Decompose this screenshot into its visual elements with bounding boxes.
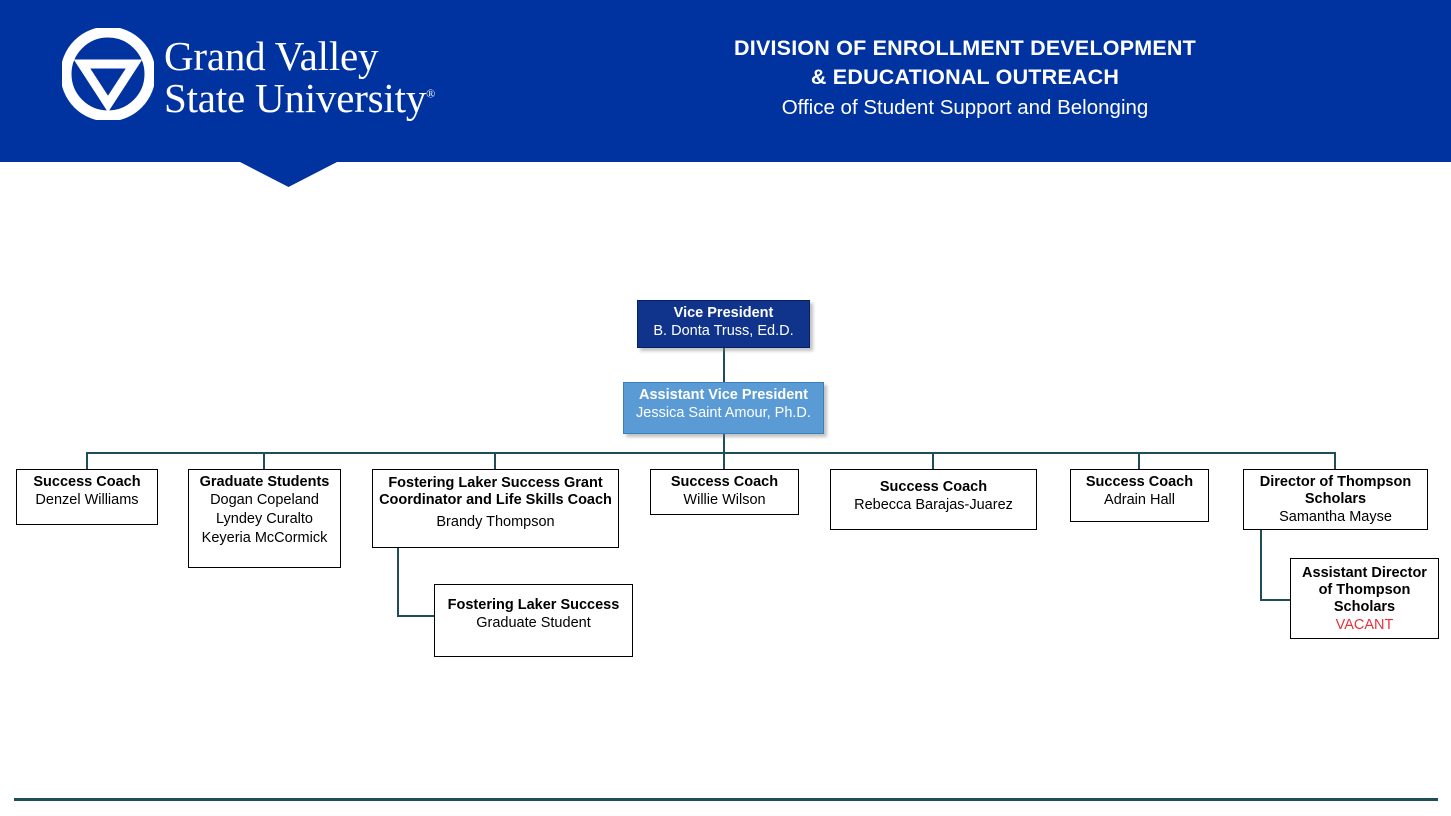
header-title-line-1: DIVISION OF ENROLLMENT DEVELOPMENT	[734, 36, 1196, 60]
registered-mark-icon: ®	[426, 86, 436, 101]
logo-line-state-university: State University®	[164, 74, 436, 121]
node-person: Brandy Thompson	[436, 514, 555, 530]
node-person-vacant: VACANT	[1335, 617, 1394, 633]
node-person: Adrain Hall	[1104, 492, 1175, 508]
connector-fls-elbow-vertical	[397, 548, 399, 616]
node-title: Success Coach	[33, 474, 141, 490]
connector-drop-1	[86, 452, 88, 470]
footer-rule	[14, 798, 1438, 801]
gvsu-logo-wordmark: Grand Valley State University®	[164, 33, 574, 121]
node-success-coach-adrain-hall[interactable]: Success Coach Adrain Hall	[1070, 469, 1209, 522]
header-title-line-2: & EDUCATIONAL OUTREACH	[810, 65, 1120, 89]
connector-avp-stem	[723, 434, 725, 453]
node-assistant-director-of-thompson-scholars[interactable]: Assistant Director of Thompson Scholars …	[1290, 558, 1439, 639]
node-title: Success Coach	[879, 479, 988, 495]
node-title: Graduate Students	[199, 474, 330, 490]
logo-line-grand-valley: Grand Valley	[164, 33, 379, 79]
node-title: Success Coach	[670, 474, 779, 490]
gvsu-triangle-mark-icon	[60, 26, 156, 122]
node-director-of-thompson-scholars[interactable]: Director of Thompson Scholars Samantha M…	[1243, 469, 1428, 530]
node-vice-president[interactable]: Vice President B. Donta Truss, Ed.D.	[637, 300, 810, 348]
node-person: B. Donta Truss, Ed.D.	[653, 323, 794, 339]
connector-drop-7	[1334, 452, 1336, 470]
header-subtitle: Office of Student Support and Belonging	[781, 96, 1149, 119]
node-fostering-laker-success-grant-coordinator[interactable]: Fostering Laker Success Grant Coordinato…	[372, 469, 619, 548]
node-success-coach-rebecca-barajas-juarez[interactable]: Success Coach Rebecca Barajas-Juarez	[830, 469, 1037, 530]
node-title: Success Coach	[1085, 474, 1194, 490]
node-success-coach-willie-wilson[interactable]: Success Coach Willie Wilson	[650, 469, 799, 515]
connector-drop-3	[494, 452, 496, 470]
connector-drop-5	[932, 452, 934, 470]
node-person: Jessica Saint Amour, Ph.D.	[636, 405, 811, 421]
node-person: Rebecca Barajas-Juarez	[854, 497, 1013, 513]
connector-drop-4	[723, 452, 725, 470]
node-success-coach-denzel-williams[interactable]: Success Coach Denzel Williams	[16, 469, 158, 525]
node-title: Assistant Vice President	[639, 387, 808, 403]
gvsu-logo: Grand Valley State University®	[60, 26, 512, 122]
node-person: Dogan Copeland	[210, 492, 319, 508]
node-person: Willie Wilson	[683, 492, 766, 508]
node-person: Samantha Mayse	[1279, 509, 1392, 525]
node-graduate-students[interactable]: Graduate Students Dogan Copeland Lyndey …	[188, 469, 341, 568]
connector-drop-2	[263, 452, 265, 470]
node-person: Lyndey Curalto	[216, 511, 313, 527]
node-fostering-laker-success-graduate-student[interactable]: Fostering Laker Success Graduate Student	[434, 584, 633, 657]
node-assistant-vice-president[interactable]: Assistant Vice President Jessica Saint A…	[623, 382, 824, 434]
connector-thompson-elbow-vertical	[1260, 530, 1262, 600]
header-banner	[0, 0, 1451, 162]
node-title: Vice President	[673, 305, 774, 321]
header-title-block: DIVISION OF ENROLLMENT DEVELOPMENT & EDU…	[620, 34, 1310, 123]
connector-fls-elbow-horizontal	[397, 615, 435, 617]
node-title: Fostering Laker Success Grant Coordinato…	[379, 475, 612, 508]
connector-horizontal-bus	[87, 452, 1336, 454]
connector-drop-6	[1138, 452, 1140, 470]
node-title: Director of Thompson Scholars	[1259, 474, 1412, 507]
node-title: Assistant Director of Thompson Scholars	[1302, 565, 1427, 615]
connector-vp-to-avp	[723, 348, 725, 382]
connector-thompson-elbow-horizontal	[1260, 599, 1291, 601]
node-person: Denzel Williams	[35, 492, 139, 508]
node-person: Graduate Student	[476, 615, 591, 631]
node-person: Keyeria McCormick	[201, 530, 328, 546]
node-title: Fostering Laker Success	[447, 597, 620, 613]
